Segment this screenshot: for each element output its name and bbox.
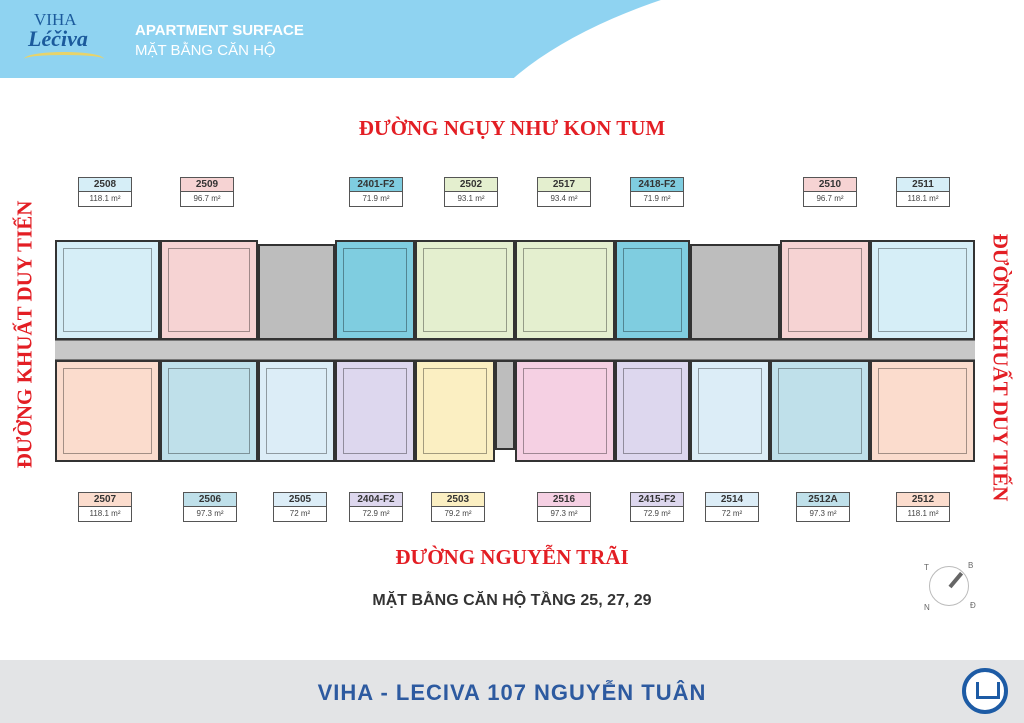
unit-area: 93.4 m² <box>538 192 590 206</box>
unit-area: 97.3 m² <box>184 507 236 521</box>
unit-area: 96.7 m² <box>181 192 233 206</box>
footer-bar: VIHA - LECIVA 107 NGUYỄN TUÂN <box>0 660 1024 723</box>
unit-2508[interactable] <box>55 240 160 340</box>
unit-number: 2517 <box>538 178 590 192</box>
unit-number: 2502 <box>445 178 497 192</box>
unit-area: 118.1 m² <box>897 192 949 206</box>
unit-area: 72 m² <box>706 507 758 521</box>
street-right: ĐƯỜNG KHUẤT DUY TIẾN <box>988 233 1013 502</box>
compass-icon: T B Đ N <box>924 561 976 612</box>
unit-2514[interactable] <box>690 360 770 462</box>
unit-number: 2401-F2 <box>350 178 402 192</box>
unit-number: 2509 <box>181 178 233 192</box>
unit-area: 71.9 m² <box>631 192 683 206</box>
unit-area: 96.7 m² <box>804 192 856 206</box>
unit-2505[interactable] <box>258 360 335 462</box>
unit-area: 118.1 m² <box>897 507 949 521</box>
unit-number: 2510 <box>804 178 856 192</box>
floor-subtitle: MẶT BẰNG CĂN HỘ TẦNG 25, 27, 29 <box>372 592 652 609</box>
footer-title: VIHA - LECIVA 107 NGUYỄN TUÂN <box>317 680 707 705</box>
unit-number: 2512A <box>797 493 849 507</box>
unit-area: 118.1 m² <box>79 192 131 206</box>
stair-elevator-core-left <box>258 244 335 340</box>
unit-number: 2511 <box>897 178 949 192</box>
unit-number: 2507 <box>79 493 131 507</box>
unit-number: 2516 <box>538 493 590 507</box>
unit-number: 2514 <box>706 493 758 507</box>
viha-leciva-logo: VIHA Léčiva <box>12 8 107 68</box>
unit-area: 72 m² <box>274 507 326 521</box>
header-title-en: APARTMENT SURFACE <box>135 22 304 39</box>
header-banner: VIHA Léčiva APARTMENT SURFACE MẶT BẰNG C… <box>0 0 1024 78</box>
shaft-core <box>495 360 515 450</box>
unit-number: 2512 <box>897 493 949 507</box>
unit-2502[interactable] <box>415 240 515 340</box>
unit-2401-F2[interactable] <box>335 240 415 340</box>
unit-2503[interactable] <box>415 360 495 462</box>
unit-2516[interactable] <box>515 360 615 462</box>
unit-2506[interactable] <box>160 360 258 462</box>
unit-2510[interactable] <box>780 240 870 340</box>
unit-2512[interactable] <box>870 360 975 462</box>
unit-area: 118.1 m² <box>79 507 131 521</box>
unit-number: 2506 <box>184 493 236 507</box>
unit-2512A[interactable] <box>770 360 870 462</box>
unit-area: 72.9 m² <box>350 507 402 521</box>
street-left: ĐƯỜNG KHUẤT DUY TIẾN <box>12 200 37 469</box>
unit-area: 72.9 m² <box>631 507 683 521</box>
corridor <box>55 340 975 360</box>
unit-2404-F2[interactable] <box>335 360 415 462</box>
unit-number: 2418-F2 <box>631 178 683 192</box>
unit-2517[interactable] <box>515 240 615 340</box>
unit-number: 2505 <box>274 493 326 507</box>
unit-number: 2404-F2 <box>350 493 402 507</box>
floor-plan <box>55 238 975 464</box>
stair-elevator-core-right <box>690 244 780 340</box>
unit-2511[interactable] <box>870 240 975 340</box>
banner-swoosh <box>477 0 1024 78</box>
unit-number: 2503 <box>432 493 484 507</box>
unit-number: 2415-F2 <box>631 493 683 507</box>
unit-2418-F2[interactable] <box>615 240 690 340</box>
street-top: ĐƯỜNG NGỤY NHƯ KON TUM <box>358 116 666 140</box>
company-seal-icon <box>962 668 1008 714</box>
unit-area: 71.9 m² <box>350 192 402 206</box>
header-title-vn: MẶT BẰNG CĂN HỘ <box>135 42 276 59</box>
unit-area: 97.3 m² <box>538 507 590 521</box>
unit-number: 2508 <box>79 178 131 192</box>
unit-2415-F2[interactable] <box>615 360 690 462</box>
unit-area: 79.2 m² <box>432 507 484 521</box>
unit-2507[interactable] <box>55 360 160 462</box>
street-bottom: ĐƯỜNG NGUYỄN TRÃI <box>395 545 629 569</box>
unit-2509[interactable] <box>160 240 258 340</box>
unit-area: 93.1 m² <box>445 192 497 206</box>
unit-area: 97.3 m² <box>797 507 849 521</box>
